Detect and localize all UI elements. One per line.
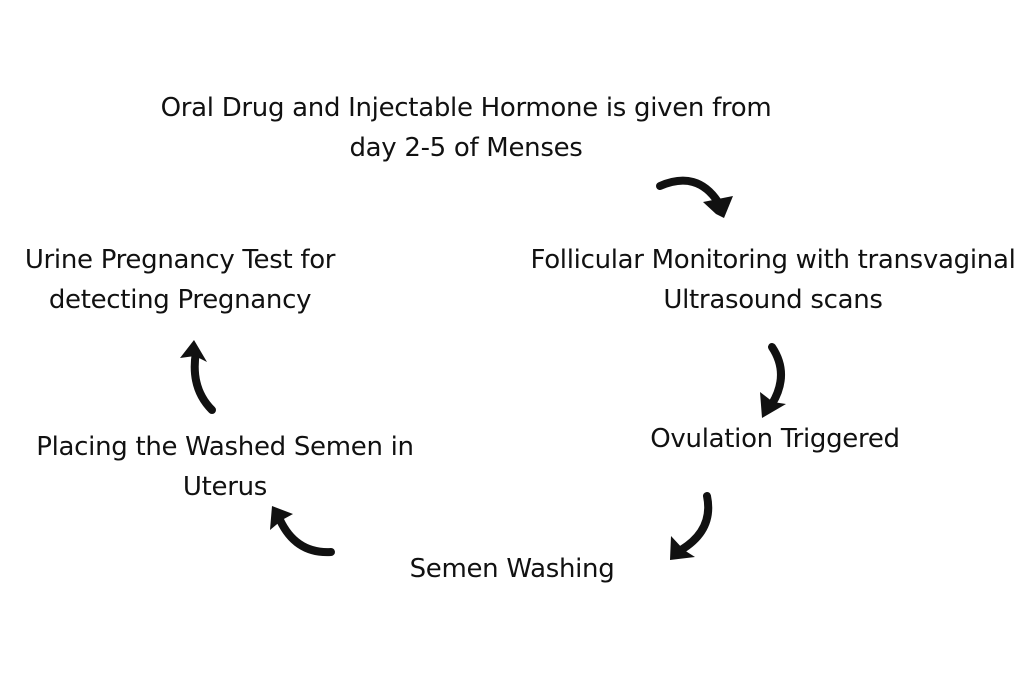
step-semen-washing: Semen Washing — [400, 549, 624, 589]
step-text-line: Uterus — [182, 472, 268, 502]
step-oral-drug: Oral Drug and Injectable Hormone is give… — [150, 88, 782, 168]
step-text-line: detecting Pregnancy — [48, 285, 312, 315]
step-text-line: Urine Pregnancy Test for — [24, 245, 336, 275]
step-text-line: Ovulation Triggered — [650, 424, 900, 454]
curved-arrow-icon — [270, 506, 335, 557]
step-placing-semen: Placing the Washed Semen in Uterus — [20, 427, 430, 507]
curved-arrow-icon — [760, 343, 786, 418]
step-text-line: Oral Drug and Injectable Hormone is give… — [160, 93, 772, 123]
step-follicular-monitoring: Follicular Monitoring with transvaginal … — [528, 240, 1018, 320]
step-ovulation-triggered: Ovulation Triggered — [640, 419, 910, 459]
step-text-line: Ultrasound scans — [663, 285, 883, 315]
step-text-line: day 2-5 of Menses — [349, 133, 583, 163]
curved-arrow-icon — [656, 176, 733, 218]
step-text-line: Follicular Monitoring with transvaginal — [530, 245, 1016, 275]
step-pregnancy-test: Urine Pregnancy Test for detecting Pregn… — [10, 240, 350, 320]
curved-arrow-icon — [670, 492, 713, 560]
curved-arrow-icon — [180, 340, 216, 414]
step-text-line: Semen Washing — [409, 554, 615, 584]
step-text-line: Placing the Washed Semen in — [36, 432, 414, 462]
